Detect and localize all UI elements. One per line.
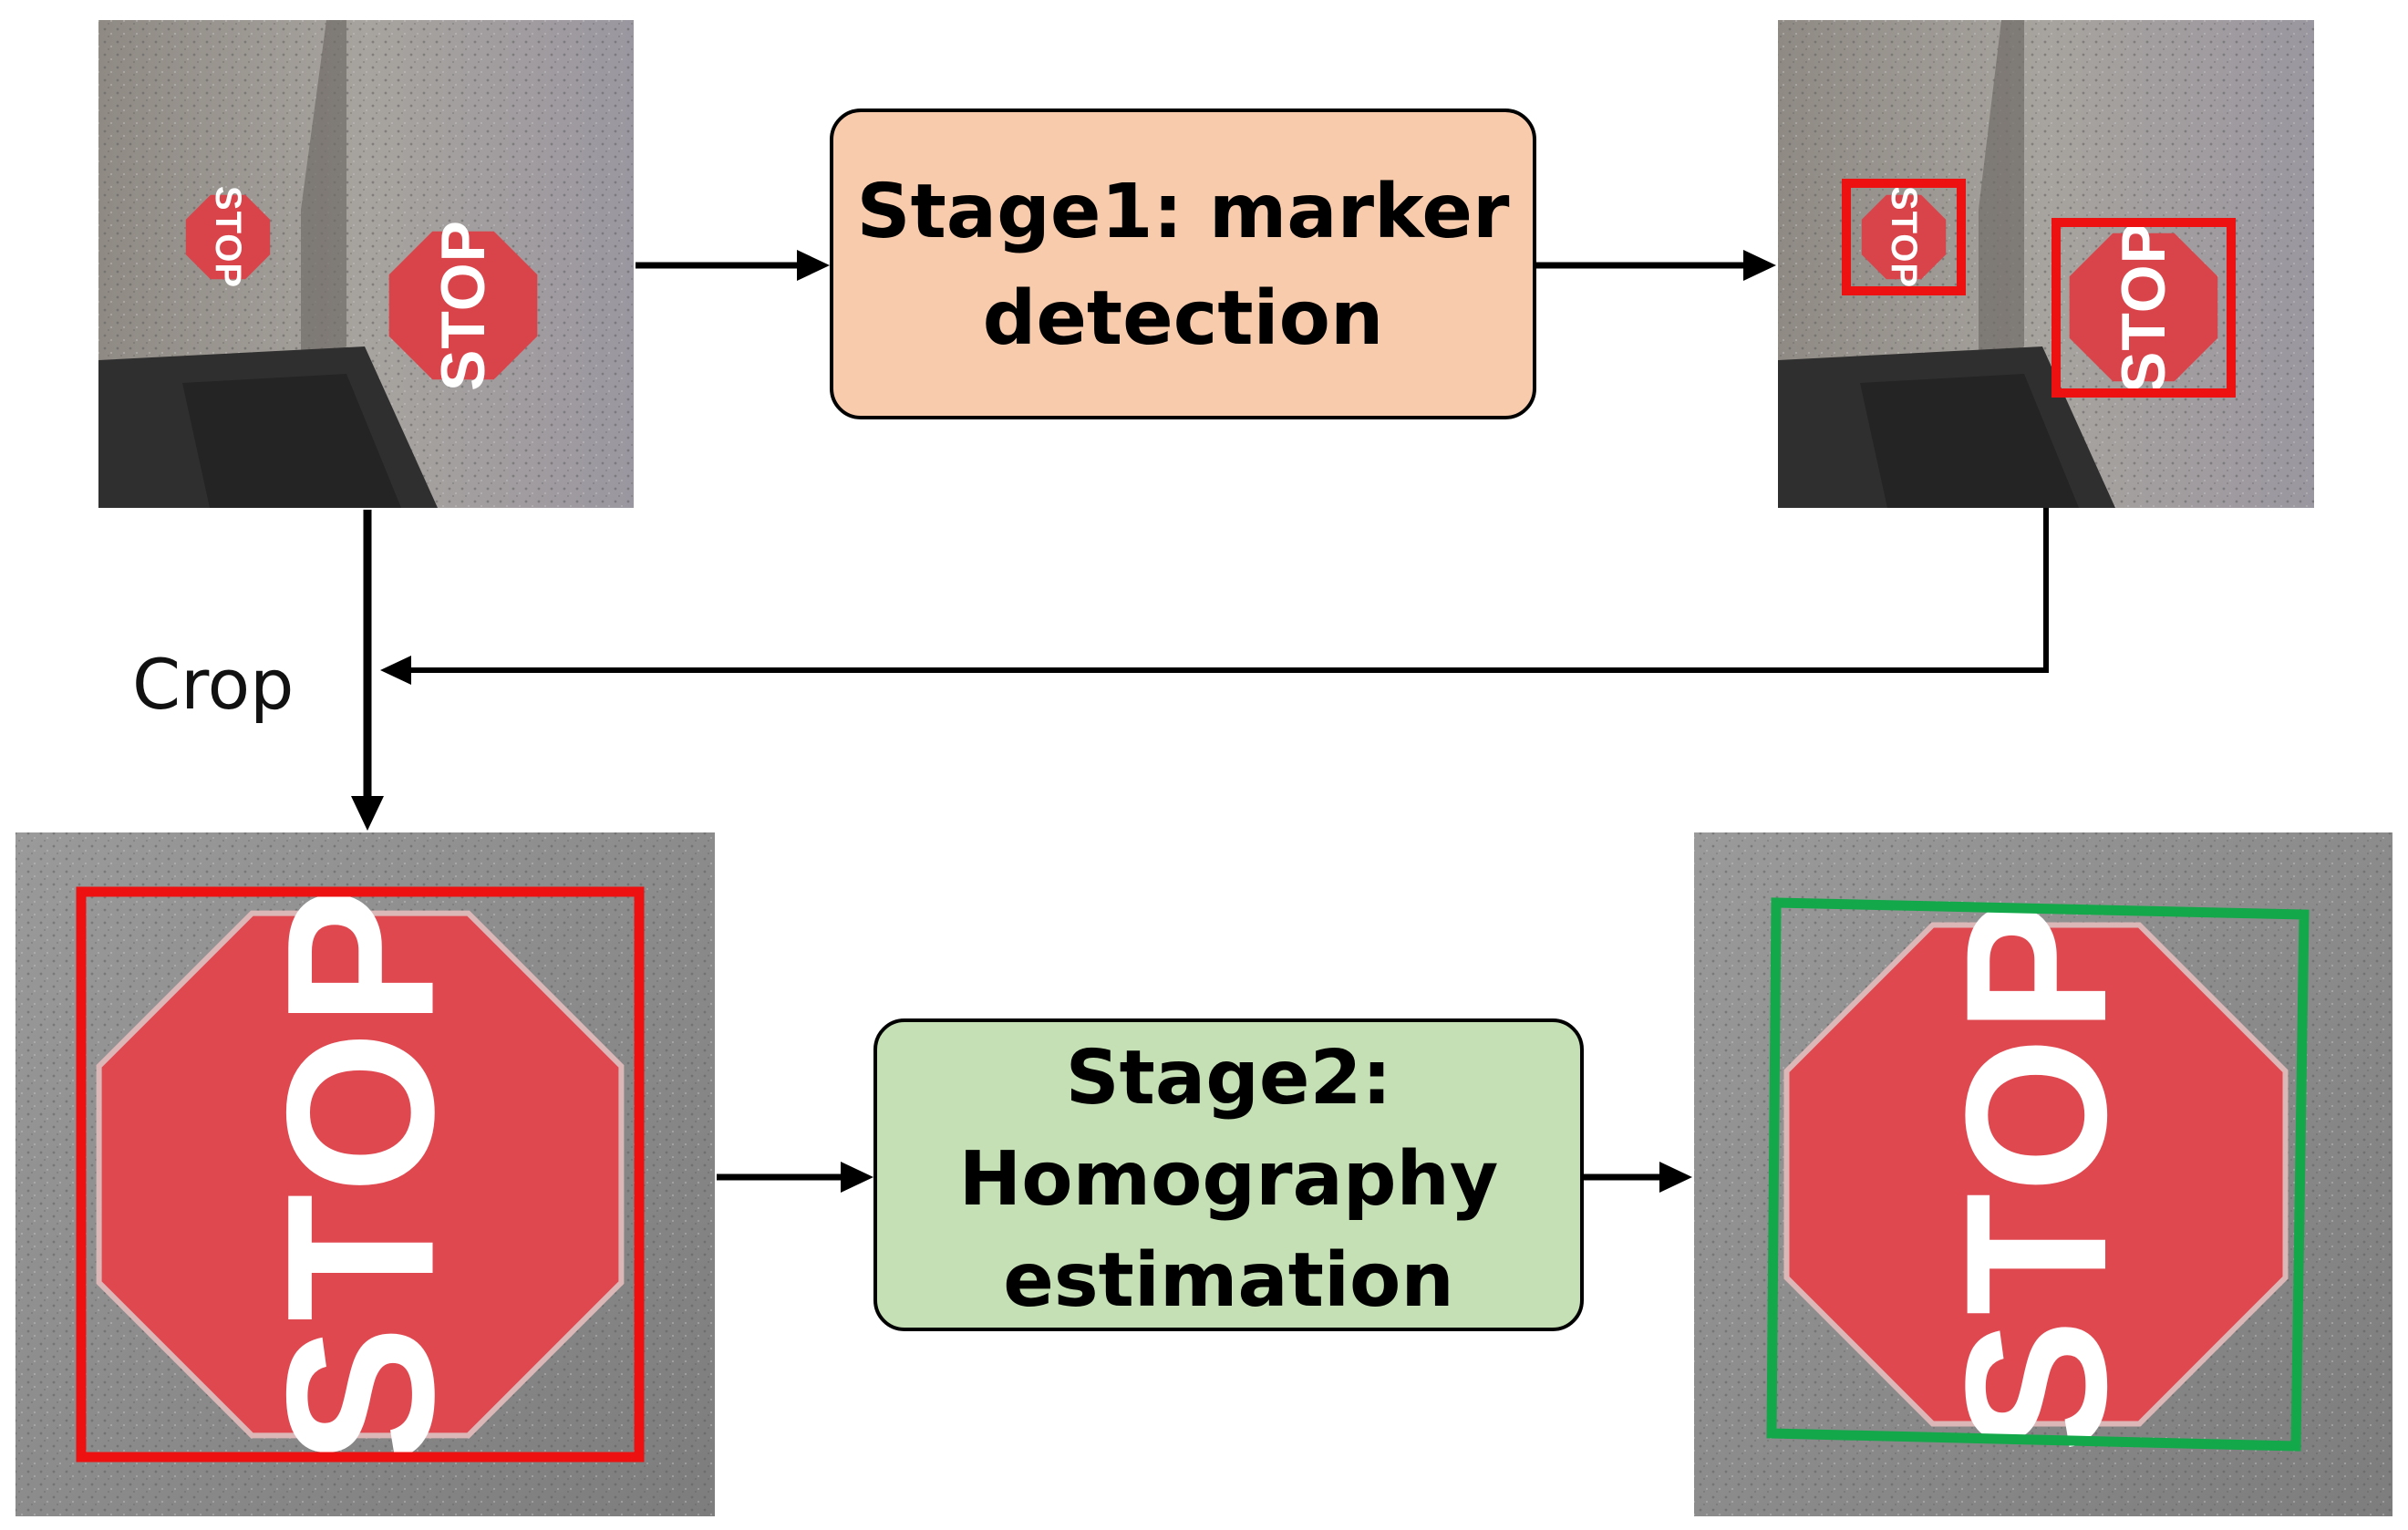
input-image-stairs [182, 374, 401, 508]
stage2-label-line-3: estimation [1003, 1237, 1454, 1324]
arrow-crop-to-stage2-head [841, 1162, 873, 1193]
input-stop-sign-large: STOP [388, 220, 538, 391]
cropped-stop-sign-octagon [96, 910, 625, 1439]
cropped-stop-sign-text: STOP [243, 884, 478, 1465]
detection-box-large [2051, 218, 2236, 398]
input-stop-sign-large-text: STOP [429, 220, 498, 391]
detected-stop-sign-small: STOP [1861, 186, 1947, 288]
homography-stop-sign-text: STOP [1924, 895, 2148, 1452]
homography-stop-sign-octagon [1783, 922, 2289, 1427]
arrow-detected-return [410, 508, 2049, 673]
stage2-label-line-1: Stage2: [1066, 1035, 1392, 1122]
input-stop-sign-small-octagon [185, 194, 271, 280]
homography-stop-sign: STOP [1783, 895, 2289, 1453]
crop-label: Crop [132, 644, 294, 725]
input-image-wall [301, 20, 346, 383]
detected-stop-sign-small-octagon [1861, 194, 1947, 280]
input-stop-sign-large-octagon [388, 231, 538, 380]
detected-image-stairs [1860, 374, 2079, 508]
arrows [351, 250, 2049, 1193]
detected-stop-sign-small-text: STOP [1884, 186, 1924, 288]
input-stop-sign-small-text: STOP [208, 186, 248, 288]
detected-stop-sign-large-text: STOP [2109, 222, 2178, 393]
homography-box [1766, 897, 2310, 1452]
arrow-input-to-crop-head [351, 796, 384, 831]
stage1-label-line-2: detection [983, 275, 1384, 362]
detected-stop-sign-large: STOP [2069, 222, 2218, 393]
detected-image-wall [1979, 20, 2024, 383]
stage1-box-rect [830, 109, 1536, 419]
stage2-box-rect [873, 1018, 1584, 1331]
detected-stop-sign-large-octagon [2069, 233, 2218, 382]
cropped-detection-box [76, 886, 645, 1463]
arrow-stage1-to-detected-head [1743, 250, 1776, 281]
cropped-image: STOP [16, 832, 715, 1516]
homography-result-image: STOP [1694, 832, 2392, 1516]
stage2-box: Stage2: Homography estimation [873, 1018, 1584, 1331]
stage2-label-line-2: Homography [959, 1136, 1499, 1223]
arrow-stage2-to-result-head [1659, 1162, 1692, 1193]
stage1-box: Stage1: marker detection [830, 109, 1536, 419]
input-stop-sign-small: STOP [185, 186, 271, 288]
input-image: STOP STOP [98, 20, 634, 508]
detected-image: STOP STOP [1778, 20, 2314, 508]
detection-box-small [1842, 179, 1966, 295]
arrow-input-to-stage1-head [797, 250, 830, 281]
stage1-label-line-1: Stage1: marker [857, 169, 1510, 255]
arrow-detected-return-head [380, 656, 411, 685]
cropped-stop-sign: STOP [96, 884, 625, 1465]
